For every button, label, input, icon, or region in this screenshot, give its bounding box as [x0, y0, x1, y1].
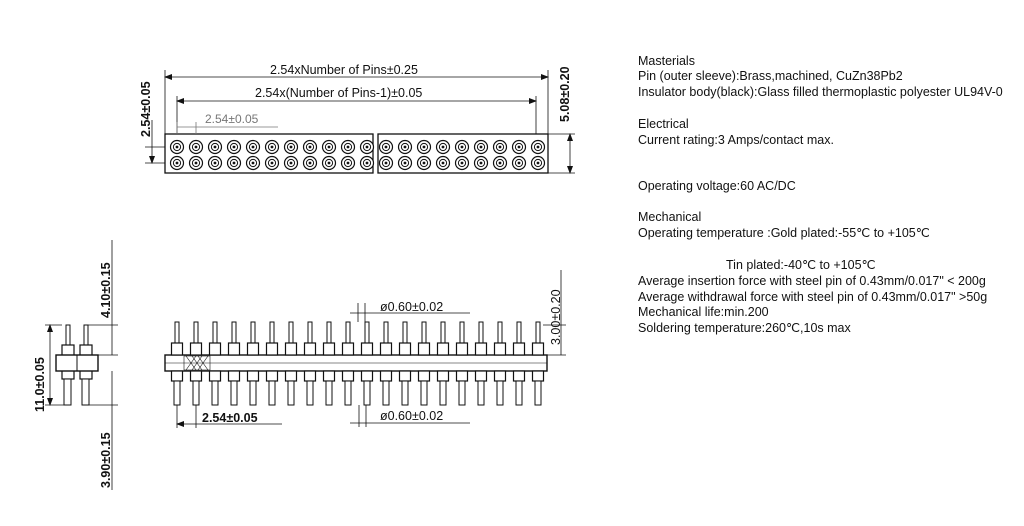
contact-hole [340, 155, 356, 171]
mechanical-life: Mechanical life:min.200 [638, 305, 769, 319]
overall-length-label: 2.54xNumber of Pins±0.25 [270, 63, 418, 77]
pin [455, 321, 469, 406]
contact-hole [207, 139, 223, 155]
contact-hole [245, 155, 261, 171]
pin-material: Pin (outer sleeve):Brass,machined, CuZn3… [638, 69, 903, 83]
pin [246, 321, 260, 406]
insertion-force: Average insertion force with steel pin o… [638, 274, 986, 288]
contact-hole [397, 139, 413, 155]
pin [493, 321, 507, 406]
mechanical-heading: Mechanical [638, 210, 702, 224]
pin [531, 321, 545, 406]
pin [341, 321, 355, 406]
pin [398, 321, 412, 406]
contact-hole [492, 139, 508, 155]
above-body-label: 4.10±0.15 [99, 262, 113, 318]
pin [360, 321, 374, 406]
contact-hole [340, 139, 356, 155]
contact-hole [492, 155, 508, 171]
pin-diameter-bottom-label: ø0.60±0.02 [380, 409, 443, 423]
contact-hole [473, 155, 489, 171]
pin [170, 321, 184, 406]
contact-hole [378, 139, 394, 155]
pin [265, 321, 279, 406]
below-body-label: 3.90±0.15 [99, 432, 113, 488]
pin [512, 321, 526, 406]
pin [322, 321, 336, 406]
contact-hole [416, 139, 432, 155]
contact-hole [530, 139, 546, 155]
contact-hole [264, 139, 280, 155]
contact-hole [454, 155, 470, 171]
withdrawal-force: Average withdrawal force with steel pin … [638, 290, 988, 304]
pin [417, 321, 431, 406]
contact-hole [302, 139, 318, 155]
pin [284, 321, 298, 406]
pin [227, 321, 241, 406]
pin [436, 321, 450, 406]
contact-hole [511, 155, 527, 171]
contact-hole [359, 139, 375, 155]
contact-hole [169, 139, 185, 155]
contact-hole [169, 155, 185, 171]
total-width-label: 5.08±0.20 [558, 66, 572, 122]
top-view: 2.54xNumber of Pins±0.25 2.54x(Number of… [139, 63, 575, 174]
contact-hole [511, 139, 527, 155]
current-rating: Current rating:3 Amps/contact max. [638, 133, 834, 147]
contact-hole [226, 155, 242, 171]
pitch-length-label: 2.54x(Number of Pins-1)±0.05 [255, 86, 422, 100]
contact-hole [435, 139, 451, 155]
pin [474, 321, 488, 406]
contact-hole [226, 139, 242, 155]
pin-projection-label: 3.00±0.20 [549, 289, 563, 345]
total-height-label: 11.0±0.05 [33, 357, 47, 412]
top-body-left [164, 133, 374, 174]
contact-holes [169, 139, 546, 171]
operating-voltage: Operating voltage:60 AC/DC [638, 179, 796, 193]
contact-hole [397, 155, 413, 171]
contact-hole [283, 139, 299, 155]
soldering-temp: Soldering temperature:260℃,10s max [638, 321, 851, 335]
pin [208, 321, 222, 406]
pin [379, 321, 393, 406]
contact-hole [454, 139, 470, 155]
top-body-right [377, 133, 549, 174]
electrical-heading: Electrical [638, 117, 689, 131]
insulator-material: Insulator body(black):Glass filled therm… [638, 85, 1003, 99]
materials-heading: Masterials [638, 54, 695, 68]
front-pins [170, 321, 545, 406]
contact-hole [245, 139, 261, 155]
row-pitch-label: 2.54±0.05 [139, 81, 153, 137]
contact-hole [207, 155, 223, 171]
front-view: ø0.60±0.02 ø0.60±0.02 3.00±0.20 2.54±0.0… [164, 270, 566, 428]
contact-hole [264, 155, 280, 171]
contact-hole [473, 139, 489, 155]
pin-diameter-top-label: ø0.60±0.02 [380, 300, 443, 314]
pitch-bottom-label: 2.54±0.05 [202, 411, 258, 425]
operating-temp-tin: Tin plated:-40℃ to +105℃ [726, 258, 876, 272]
pin [303, 321, 317, 406]
contact-hole [302, 155, 318, 171]
single-pitch-label: 2.54±0.05 [205, 112, 259, 126]
contact-hole [283, 155, 299, 171]
contact-hole [435, 155, 451, 171]
contact-hole [188, 155, 204, 171]
contact-hole [530, 155, 546, 171]
contact-hole [416, 155, 432, 171]
side-view: 11.0±0.05 4.10±0.15 3.90±0.15 [33, 240, 118, 490]
contact-hole [188, 139, 204, 155]
operating-temp-gold: Operating temperature :Gold plated:-55℃ … [638, 226, 930, 240]
contact-hole [378, 155, 394, 171]
contact-hole [321, 155, 337, 171]
contact-hole [359, 155, 375, 171]
contact-hole [321, 139, 337, 155]
